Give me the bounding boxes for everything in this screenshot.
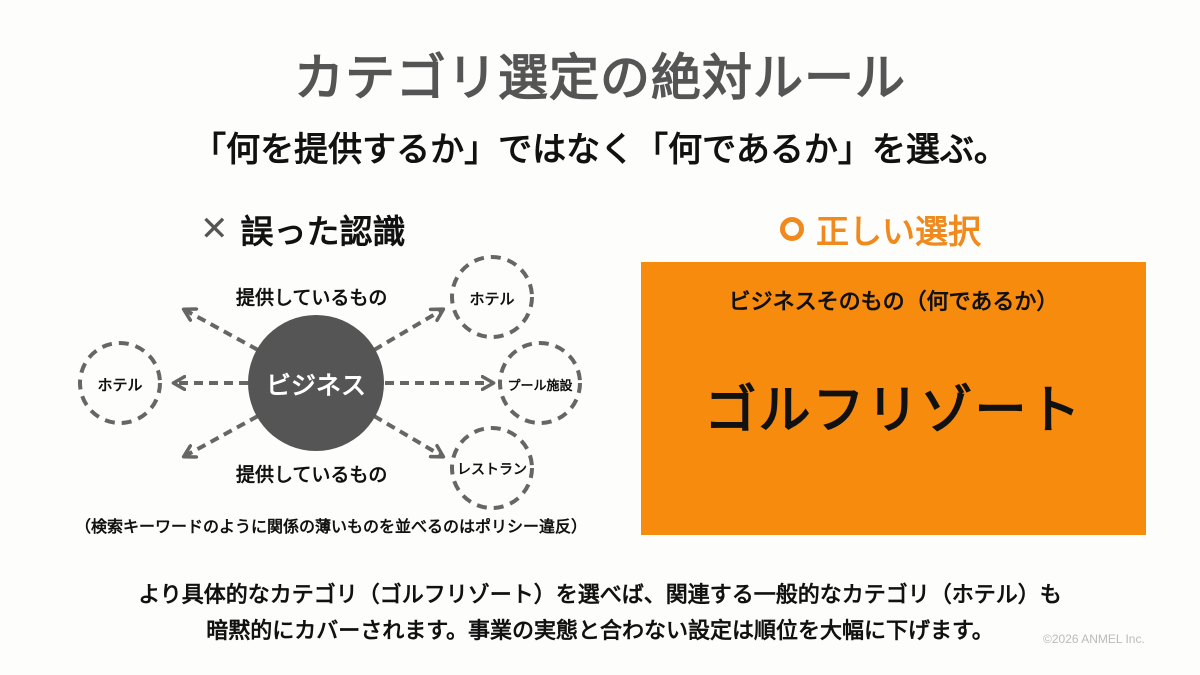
- box-main-category: ゴルフリゾート: [704, 381, 1083, 441]
- arrow-bottom-right: [372, 414, 442, 456]
- page-subtitle: 「何を提供するか」ではなく「何であるか」を選ぶ。: [192, 130, 1008, 170]
- center-circle: [248, 315, 384, 451]
- policy-note: （検索キーワードのように関係の薄いものを並べるのはポリシー違反）: [75, 517, 588, 536]
- correct-choice-box: ビジネスそのもの（何であるか） ゴルフリゾート: [641, 262, 1146, 535]
- provide-label-top: 提供しているもの: [236, 287, 388, 309]
- cross-icon: ✕: [200, 209, 229, 249]
- page-title: カテゴリ選定の絶対ルール: [294, 49, 906, 107]
- right-heading-label: 正しい選択: [816, 212, 981, 251]
- node-left-circle: [78, 341, 162, 425]
- arrow-lower-left: [185, 414, 259, 456]
- footer-line-2: 暗黙的にカバーされます。事業の実態と合わない設定は順位を大幅に下げます。: [206, 619, 994, 644]
- arrow-top-right: [372, 310, 442, 352]
- right-heading: 正しい選択: [780, 205, 981, 253]
- node-bottom-right-circle: [450, 426, 534, 510]
- node-top-right-label: ホテル: [469, 290, 515, 308]
- node-right-circle: [498, 341, 582, 425]
- wrong-diagram: [78, 255, 582, 510]
- wrong-heading-label: 誤った認識: [240, 212, 406, 251]
- node-right-label: プール施設: [507, 379, 573, 394]
- provide-label-bottom: 提供しているもの: [236, 464, 388, 486]
- wrong-heading: ✕ 誤った認識: [200, 205, 406, 253]
- footer-text: より具体的なカテゴリ（ゴルフリゾート）を選べば、関連する一般的なカテゴリ（ホテル…: [0, 578, 1200, 650]
- node-top-right-circle: [450, 255, 534, 339]
- circle-icon: [780, 217, 804, 241]
- node-left-label: ホテル: [97, 376, 143, 394]
- footer-line-1: より具体的なカテゴリ（ゴルフリゾート）を選べば、関連する一般的なカテゴリ（ホテル…: [138, 583, 1062, 608]
- box-subtitle: ビジネスそのもの（何であるか）: [728, 290, 1059, 315]
- copyright: ©2026 ANMEL Inc.: [1043, 632, 1145, 646]
- center-label: ビジネス: [265, 371, 366, 400]
- arrow-upper-left: [185, 310, 259, 352]
- node-bottom-right-label: レストラン: [457, 462, 527, 478]
